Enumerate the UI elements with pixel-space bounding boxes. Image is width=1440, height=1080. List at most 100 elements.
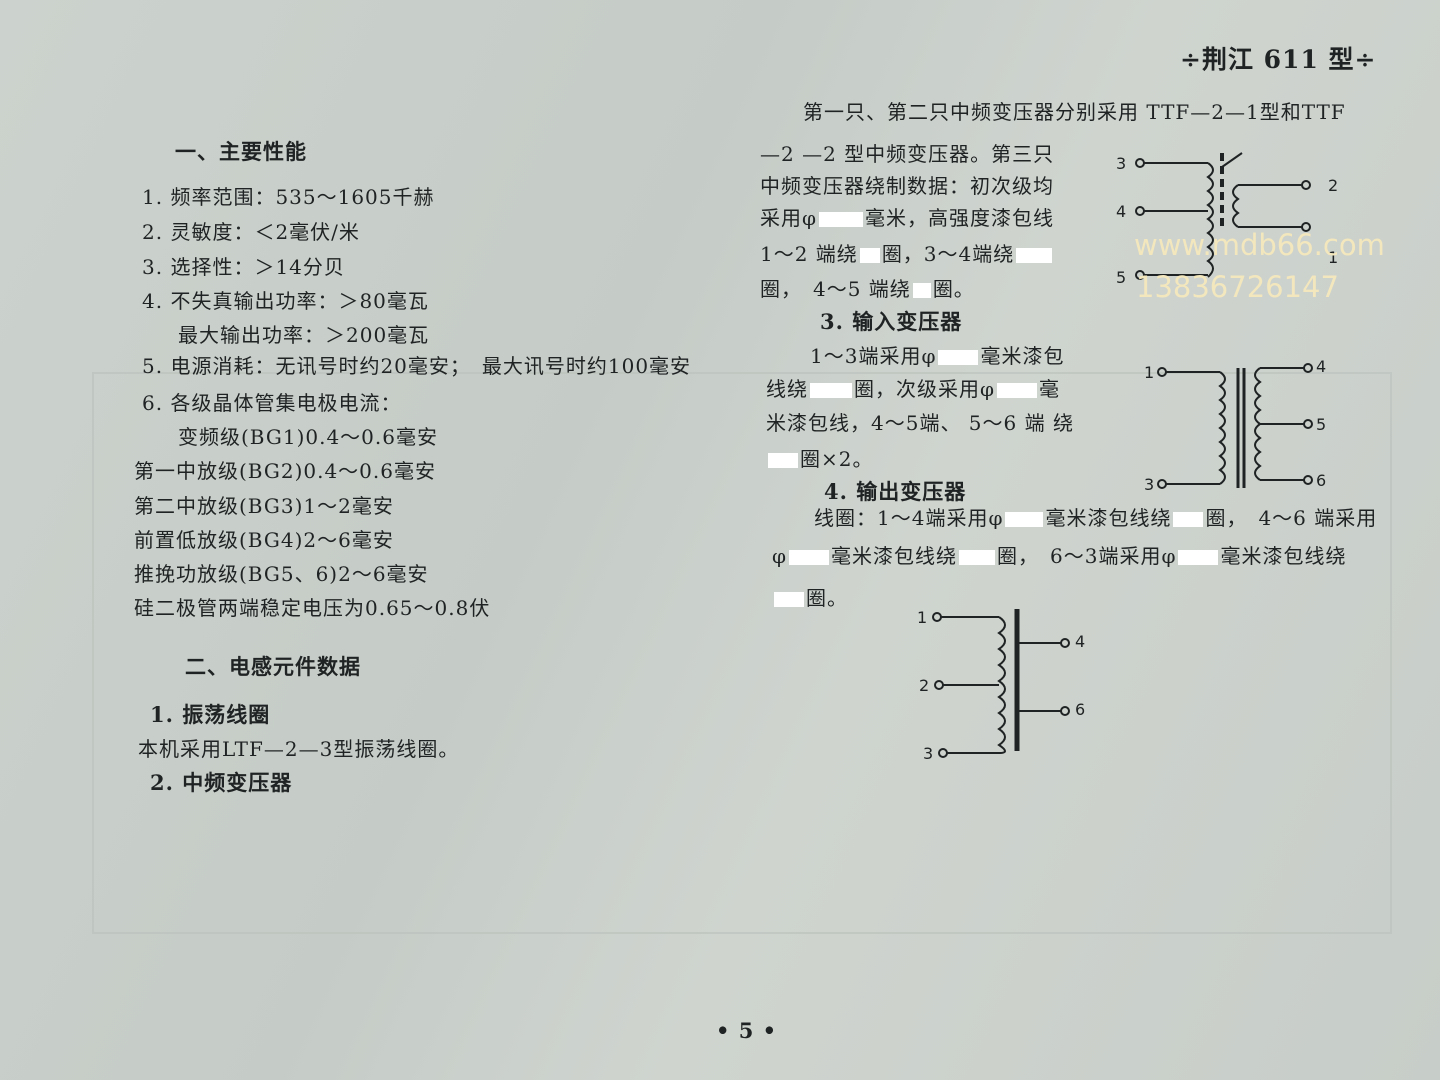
pin-terminal	[938, 748, 948, 758]
pin-terminal	[1303, 475, 1313, 485]
if-xfmr-heading: 2. 中频变压器	[150, 770, 293, 795]
section-3-heading: 3. 输入变压器	[820, 309, 963, 334]
current-bg56: 推挽功放级(BG5、6)2～6毫安	[134, 562, 429, 586]
in-para-line2-a: 线绕	[766, 377, 808, 401]
current-bg4: 前置低放级(BG4)2～6毫安	[134, 528, 394, 552]
primary-winding	[1206, 162, 1214, 278]
output-transformer-diagram: 1 2 3 4 6	[917, 608, 1085, 763]
current-bg3: 第二中放级(BG3)1～2毫安	[134, 494, 394, 518]
winding	[997, 616, 1006, 754]
redacted-value	[938, 350, 979, 365]
redacted-value	[912, 283, 931, 298]
redacted-value	[1178, 550, 1219, 565]
pin-terminal	[1301, 180, 1311, 190]
out-para-line3: 圈。	[772, 582, 848, 611]
osc-coil-text: 本机采用LTF—2—3型振荡线圈。	[138, 737, 460, 761]
pin-terminal	[1060, 638, 1070, 648]
if-para-line6-a: 圈， 4～5 端绕	[760, 277, 911, 301]
pin-terminal	[934, 680, 944, 690]
spec-frequency: 1. 频率范围：535～1605千赫	[142, 185, 435, 209]
current-bg2: 第一中放级(BG2)0.4～0.6毫安	[134, 459, 436, 483]
out-para-line2-c: 圈， 6～3端采用φ	[997, 544, 1177, 568]
primary-winding	[1218, 371, 1226, 485]
pin-label: 2	[1328, 176, 1338, 195]
out-para-line1-b: 毫米漆包线绕	[1045, 506, 1172, 530]
pin-label: 3	[1144, 475, 1154, 494]
redacted-value	[819, 212, 864, 227]
in-para-line4-a: 圈×2。	[800, 447, 874, 471]
pin-label: 5	[1116, 268, 1126, 287]
printed-border	[92, 372, 1392, 934]
spec-max-output: 最大输出功率：＞200毫瓦	[178, 323, 430, 347]
section-2-heading: 二、电感元件数据	[185, 654, 361, 679]
tuning-arrow	[1221, 152, 1243, 168]
out-para-line2-a: φ	[772, 544, 788, 568]
in-para-line2: 线绕 圈，次级采用φ 毫	[766, 373, 1060, 402]
pin-label: 3	[923, 744, 933, 763]
pin-terminal	[1303, 419, 1313, 429]
redacted-value	[789, 550, 830, 565]
redacted-value	[768, 453, 798, 468]
redacted-value	[997, 383, 1038, 398]
if-para-line4-b: 毫米，高强度漆包线	[865, 206, 1055, 230]
pin-terminal	[1303, 363, 1313, 373]
if-para-line5-b: 圈，3～4端绕	[881, 242, 1015, 266]
if-para-line6: 圈， 4～5 端绕圈。	[760, 273, 975, 302]
if-transformer-diagram: 3 4 5 2 1	[1116, 152, 1338, 287]
in-para-line4: 圈×2。	[766, 443, 873, 472]
pin-label: 5	[1316, 415, 1326, 434]
section-1-heading: 一、主要性能	[175, 139, 307, 164]
pin-label: 2	[919, 676, 929, 695]
if-para-line4: 采用φ 毫米，高强度漆包线	[760, 202, 1054, 231]
redacted-value	[1016, 248, 1053, 263]
pin-label: 1	[1328, 248, 1338, 267]
spec-collector-current: 6. 各级晶体管集电极电流：	[142, 391, 402, 415]
pin-terminal	[1135, 158, 1145, 168]
input-transformer-diagram: 1 3 4 5 6	[1144, 357, 1326, 494]
osc-coil-heading: 1. 振荡线圈	[150, 702, 271, 727]
spec-output-power: 4. 不失真输出功率：＞80毫瓦	[142, 289, 429, 313]
if-para-line5: 1～2 端绕圈，3～4端绕	[760, 238, 1054, 267]
if-para-line2: —2 —2 型中频变压器。第三只	[760, 142, 1055, 166]
if-para-line4-a: 采用φ	[760, 206, 818, 230]
pin-terminal	[1157, 479, 1167, 489]
out-para-line2-d: 毫米漆包线绕	[1220, 544, 1347, 568]
in-para-line2-b: 圈，次级采用φ	[854, 377, 996, 401]
redacted-value	[810, 383, 852, 398]
pin-label: 6	[1075, 700, 1085, 719]
out-para-line3-a: 圈。	[806, 586, 848, 610]
out-para-line1-c: 圈， 4～6 端采用	[1205, 506, 1378, 530]
redacted-value	[774, 592, 804, 607]
if-para-line1: 第一只、第二只中频变压器分别采用 TTF—2—1型和TTF	[803, 100, 1346, 124]
redacted-value	[859, 248, 880, 263]
in-para-line2-c: 毫	[1039, 377, 1061, 401]
redacted-value	[959, 550, 996, 565]
out-para-line1-a: 线圈：1～4端采用φ	[814, 506, 1004, 530]
pin-label: 3	[1116, 154, 1126, 173]
pin-label: 4	[1075, 632, 1085, 651]
watermark-url: www.mdb66.com	[1134, 228, 1385, 262]
pin-label: 1	[1144, 363, 1154, 382]
page-number: • 5 •	[716, 1018, 778, 1043]
pin-label: 1	[917, 608, 927, 627]
in-para-line3: 米漆包线，4～5端、 5～6 端 绕	[766, 411, 1074, 435]
pin-terminal	[1301, 222, 1311, 232]
spec-sensitivity: 2. 灵敏度：＜2毫伏/米	[142, 220, 360, 244]
in-para-line1-a: 1～3端采用φ	[810, 344, 937, 368]
section-4-heading: 4. 输出变压器	[824, 479, 967, 504]
header-title: ÷荆江 611 型÷	[1180, 45, 1377, 74]
diode-voltage: 硅二极管两端稳定电压为0.65～0.8伏	[134, 596, 491, 620]
out-para-line1: 线圈：1～4端采用φ 毫米漆包线绕 圈， 4～6 端采用	[814, 502, 1377, 531]
redacted-value	[1173, 512, 1204, 527]
redacted-value	[1005, 512, 1044, 527]
secondary-winding	[1232, 184, 1240, 228]
spec-power-consumption: 5. 电源消耗：无讯号时约20毫安； 最大讯号时约100毫安	[142, 354, 692, 378]
pin-label: 4	[1316, 357, 1326, 376]
pin-terminal	[1157, 367, 1167, 377]
pin-label: 6	[1316, 471, 1326, 490]
pin-terminal	[1060, 706, 1070, 716]
if-para-line6-b: 圈。	[932, 277, 975, 301]
watermark-phone: 13836726147	[1136, 270, 1339, 304]
